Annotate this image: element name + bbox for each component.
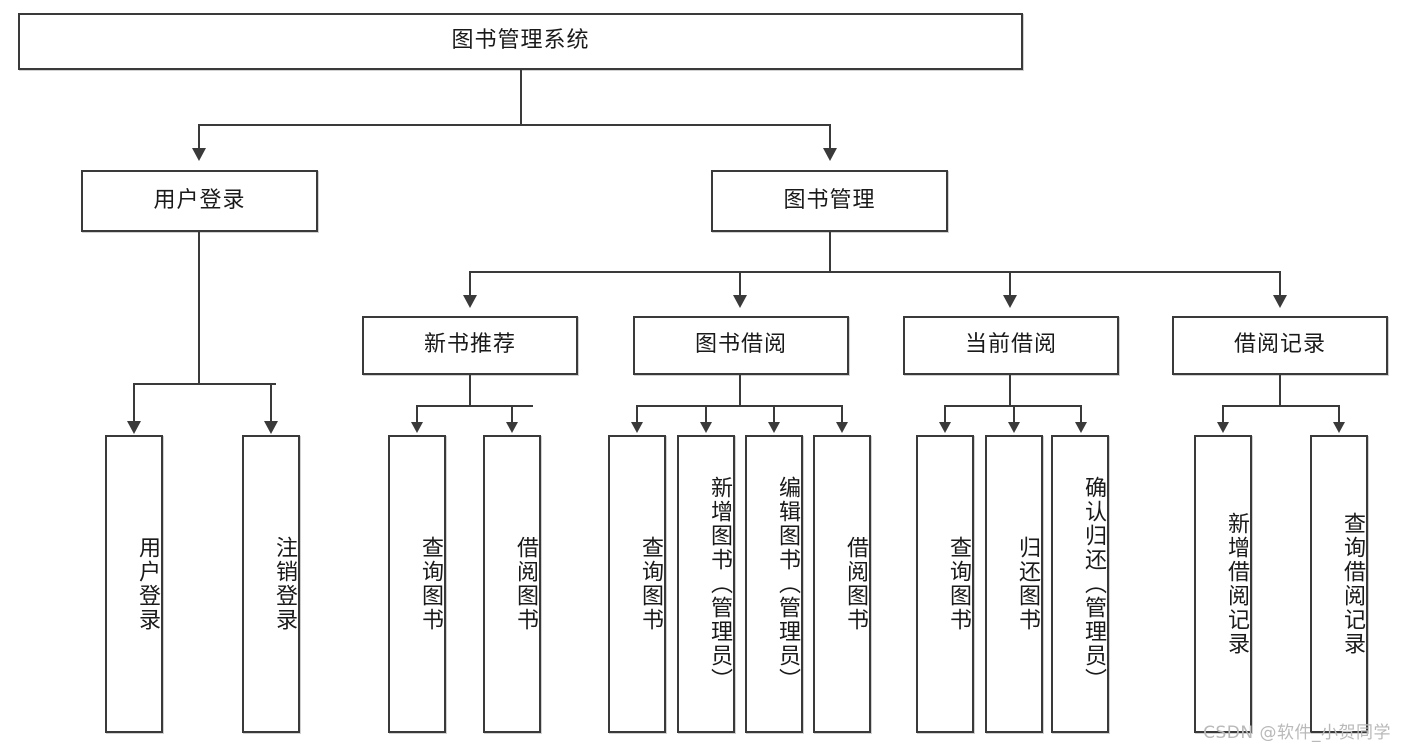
- connector-drop-leaf-query-book-2: [636, 405, 638, 423]
- arrowhead-leaf-logout-login: [264, 421, 278, 434]
- connector-borrow-record-stem: [1279, 375, 1281, 405]
- node-label: 查询图书: [418, 536, 443, 632]
- node-user-login[interactable]: 用户登录: [81, 170, 318, 232]
- arrowhead-leaf-edit-book: [768, 422, 780, 433]
- arrowhead-current-borrow: [1003, 295, 1017, 308]
- connector-drop-leaf-query-book-1: [416, 405, 418, 423]
- node-leaf-add-record[interactable]: 新增借阅记录: [1194, 435, 1252, 733]
- node-leaf-borrow-book-2[interactable]: 借阅图书: [813, 435, 871, 733]
- arrowhead-leaf-query-book-2: [631, 422, 643, 433]
- node-label: 用户登录: [153, 187, 246, 213]
- arrowhead-leaf-add-book: [700, 422, 712, 433]
- arrowhead-book-manage: [823, 148, 837, 161]
- node-label: 借阅图书: [513, 536, 538, 632]
- node-label: 查询图书: [946, 536, 971, 632]
- node-label: 新增借阅记录: [1224, 512, 1249, 656]
- connector-user-login-leaf-bus: [133, 383, 276, 385]
- arrowhead-new-book-recommend: [463, 295, 477, 308]
- arrowhead-leaf-borrow-book-1: [506, 422, 518, 433]
- arrowhead-leaf-confirm-return: [1075, 422, 1087, 433]
- arrowhead-leaf-return-book: [1008, 422, 1020, 433]
- node-leaf-logout-login[interactable]: 注销登录: [242, 435, 300, 733]
- node-current-borrow[interactable]: 当前借阅: [903, 316, 1119, 375]
- connector-drop-book-manage: [829, 124, 831, 150]
- node-label: 确认归还（管理员）: [1081, 476, 1106, 692]
- connector-root-stem: [520, 70, 522, 124]
- node-label: 借阅记录: [1233, 332, 1326, 358]
- connector-level2-bus: [198, 124, 831, 126]
- connector-new-book-recommend-bus: [416, 405, 533, 407]
- node-label: 借阅图书: [843, 536, 868, 632]
- node-leaf-confirm-return[interactable]: 确认归还（管理员）: [1051, 435, 1109, 733]
- connector-drop-leaf-add-book: [705, 405, 707, 423]
- connector-drop-leaf-add-record: [1222, 405, 1224, 423]
- node-leaf-query-record[interactable]: 查询借阅记录: [1310, 435, 1368, 733]
- node-label: 新增图书（管理员）: [707, 476, 732, 692]
- connector-drop-new-book-recommend: [469, 271, 471, 297]
- node-leaf-return-book[interactable]: 归还图书: [985, 435, 1043, 733]
- node-book-borrow[interactable]: 图书借阅: [633, 316, 849, 375]
- arrowhead-leaf-borrow-book-2: [836, 422, 848, 433]
- node-label: 图书借阅: [694, 332, 787, 358]
- node-root-book-management-system[interactable]: 图书管理系统: [18, 13, 1023, 70]
- node-label: 注销登录: [272, 536, 297, 632]
- node-label: 当前借阅: [964, 332, 1057, 358]
- arrowhead-leaf-query-book-1: [411, 422, 423, 433]
- connector-user-login-stem: [198, 232, 200, 383]
- node-label: 编辑图书（管理员）: [775, 476, 800, 692]
- node-leaf-edit-book[interactable]: 编辑图书（管理员）: [745, 435, 803, 733]
- connector-drop-leaf-logout-login: [270, 383, 272, 423]
- connector-level3-bus: [469, 271, 1281, 273]
- connector-drop-leaf-user-login: [133, 383, 135, 423]
- connector-borrow-record-bus: [1222, 405, 1339, 407]
- arrowhead-leaf-query-record: [1333, 422, 1345, 433]
- connector-drop-leaf-borrow-book-2: [841, 405, 843, 423]
- node-leaf-query-book-1[interactable]: 查询图书: [388, 435, 446, 733]
- csdn-watermark: CSDN @软件_小贺同学: [1203, 723, 1391, 743]
- arrowhead-leaf-add-record: [1217, 422, 1229, 433]
- node-borrow-record[interactable]: 借阅记录: [1172, 316, 1388, 375]
- connector-drop-leaf-query-record: [1338, 405, 1340, 423]
- node-new-book-recommend[interactable]: 新书推荐: [362, 316, 578, 375]
- arrowhead-leaf-query-book-3: [939, 422, 951, 433]
- connector-drop-book-borrow: [739, 271, 741, 297]
- node-leaf-add-book[interactable]: 新增图书（管理员）: [677, 435, 735, 733]
- connector-drop-leaf-return-book: [1013, 405, 1015, 423]
- node-leaf-borrow-book-1[interactable]: 借阅图书: [483, 435, 541, 733]
- connector-drop-user-login: [198, 124, 200, 150]
- node-label: 图书管理系统: [451, 28, 590, 54]
- node-label: 图书管理: [783, 187, 876, 213]
- node-label: 查询图书: [638, 536, 663, 632]
- connector-book-borrow-bus: [636, 405, 843, 407]
- node-label: 归还图书: [1015, 536, 1040, 632]
- connector-drop-borrow-record: [1279, 271, 1281, 297]
- connector-drop-leaf-query-book-3: [944, 405, 946, 423]
- connector-drop-leaf-edit-book: [773, 405, 775, 423]
- arrowhead-borrow-record: [1273, 295, 1287, 308]
- node-label: 查询借阅记录: [1340, 512, 1365, 656]
- node-label: 用户登录: [135, 536, 160, 632]
- connector-current-borrow-stem: [1009, 375, 1011, 405]
- arrowhead-book-borrow: [733, 295, 747, 308]
- node-label: 新书推荐: [423, 332, 516, 358]
- connector-book-borrow-stem: [739, 375, 741, 405]
- node-leaf-user-login[interactable]: 用户登录: [105, 435, 163, 733]
- connector-drop-leaf-borrow-book-1: [511, 405, 513, 423]
- node-leaf-query-book-3[interactable]: 查询图书: [916, 435, 974, 733]
- node-leaf-query-book-2[interactable]: 查询图书: [608, 435, 666, 733]
- connector-book-manage-stem: [829, 232, 831, 271]
- arrowhead-leaf-user-login: [127, 421, 141, 434]
- arrowhead-user-login: [192, 148, 206, 161]
- node-book-manage[interactable]: 图书管理: [711, 170, 948, 232]
- connector-new-book-recommend-stem: [469, 375, 471, 405]
- connector-drop-leaf-confirm-return: [1080, 405, 1082, 423]
- connector-drop-current-borrow: [1009, 271, 1011, 297]
